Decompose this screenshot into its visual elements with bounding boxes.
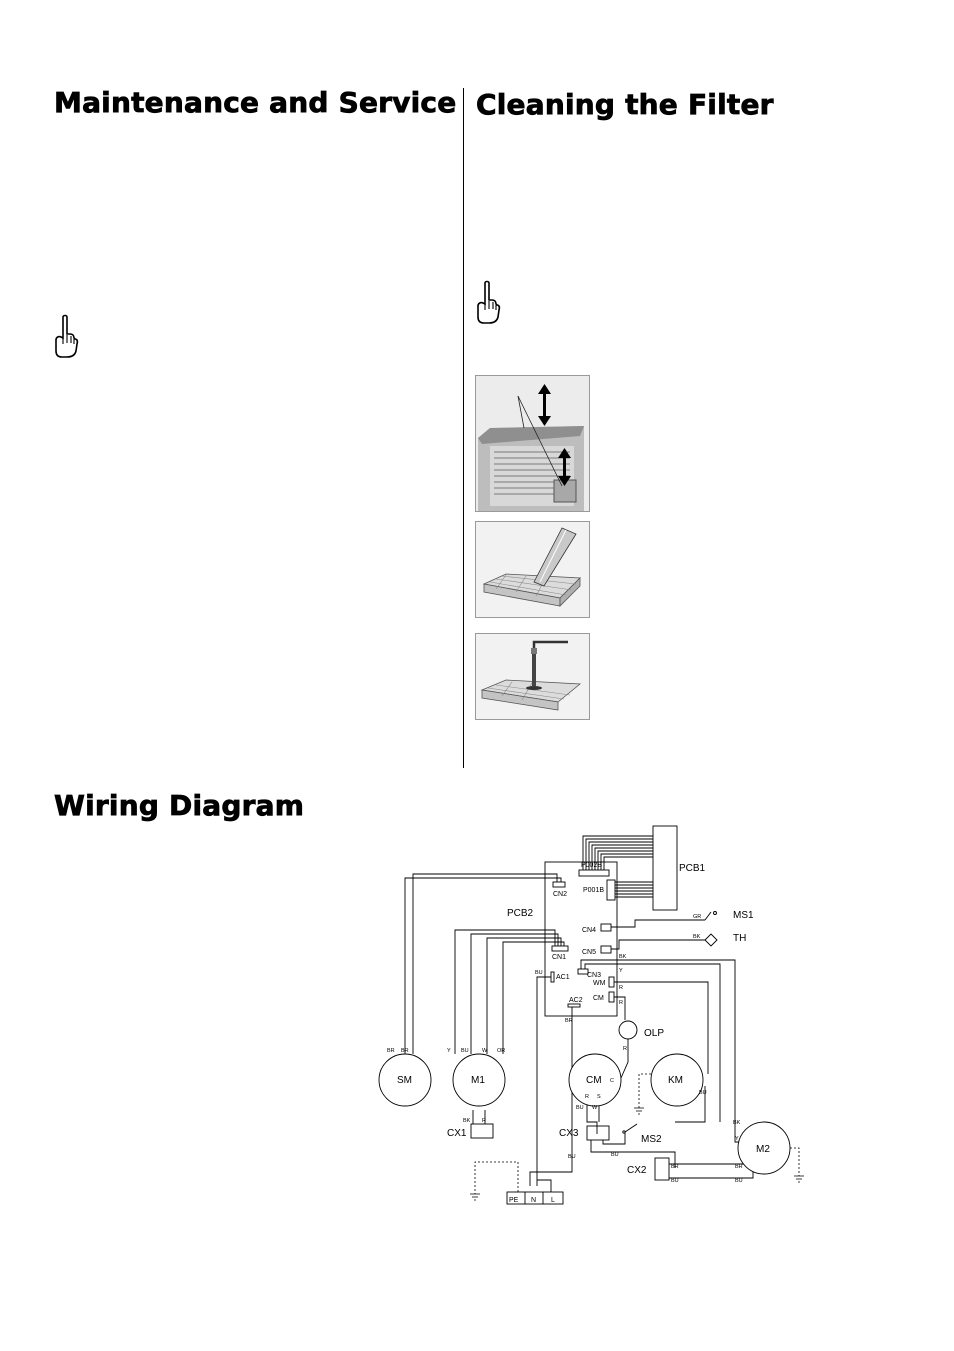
svg-text:BK: BK xyxy=(619,954,627,960)
svg-text:BR: BR xyxy=(387,1048,395,1054)
cm-label: CM xyxy=(586,1075,602,1086)
p002b-label: P002B xyxy=(581,862,602,869)
svg-text:BK: BK xyxy=(693,934,701,940)
pcb1-label: PCB1 xyxy=(679,863,706,874)
m1-motor xyxy=(452,1053,506,1107)
ms1-label: MS1 xyxy=(733,910,754,921)
m1-label: M1 xyxy=(471,1075,485,1086)
wiring-diagram: PCB1 PCB2 P002B P001B CN2 CN1 CN4 CN5 CN… xyxy=(378,825,804,1205)
svg-text:BR: BR xyxy=(735,1164,743,1170)
m2-label: M2 xyxy=(756,1144,770,1155)
ac1-label: AC1 xyxy=(556,974,570,981)
svg-text:BK: BK xyxy=(733,1120,741,1126)
svg-text:R: R xyxy=(482,1118,486,1124)
svg-text:BU: BU xyxy=(699,1090,707,1096)
svg-text:W: W xyxy=(482,1048,488,1054)
ms2-label: MS2 xyxy=(641,1134,662,1145)
pointing-hand-icon xyxy=(477,280,501,324)
svg-text:GR: GR xyxy=(693,914,701,920)
svg-text:BU: BU xyxy=(461,1048,469,1054)
svg-text:OR: OR xyxy=(497,1048,505,1054)
ac2-label: AC2 xyxy=(569,997,583,1004)
pcb2-label: PCB2 xyxy=(507,908,534,919)
svg-text:BU: BU xyxy=(535,970,543,976)
svg-text:W: W xyxy=(592,1105,598,1111)
svg-text:Y: Y xyxy=(447,1048,451,1054)
svg-text:R: R xyxy=(585,1094,589,1100)
svg-text:BU: BU xyxy=(671,1178,679,1184)
cm-compressor xyxy=(568,1053,622,1107)
terminal-l: L xyxy=(551,1197,555,1204)
filter-washing-photo xyxy=(475,633,590,720)
cn3-label: CN3 xyxy=(587,972,601,979)
filter-vacuum-photo xyxy=(475,521,590,618)
cm-connector-label: CM xyxy=(593,995,604,1002)
sm-motor xyxy=(378,1053,432,1107)
column-divider xyxy=(463,88,464,768)
maintenance-heading: Maintenance and Service xyxy=(54,86,457,120)
svg-text:BK: BK xyxy=(463,1118,471,1124)
svg-text:BU: BU xyxy=(611,1152,619,1158)
wm-label: WM xyxy=(593,980,606,987)
pointing-hand-icon xyxy=(55,314,79,358)
pcb2-board xyxy=(544,861,618,1017)
p001b-label: P001B xyxy=(583,887,604,894)
cn1-label: CN1 xyxy=(552,954,566,961)
cn4-label: CN4 xyxy=(582,927,596,934)
cx3-label: CX3 xyxy=(559,1128,579,1139)
svg-text:Y: Y xyxy=(619,968,623,974)
filter-heading: Cleaning the Filter xyxy=(476,88,774,122)
cn5-label: CN5 xyxy=(582,949,596,956)
pcb1-board xyxy=(652,825,678,911)
th-label: TH xyxy=(733,933,746,944)
svg-text:BU: BU xyxy=(568,1154,576,1160)
svg-text:C: C xyxy=(610,1078,614,1084)
svg-text:BU: BU xyxy=(576,1105,584,1111)
svg-text:BR: BR xyxy=(671,1164,679,1170)
terminal-pe: PE xyxy=(509,1197,519,1204)
cx1-label: CX1 xyxy=(447,1128,467,1139)
svg-text:BU: BU xyxy=(735,1178,743,1184)
cx2-label: CX2 xyxy=(627,1165,647,1176)
svg-text:R: R xyxy=(619,1000,623,1006)
olp-label: OLP xyxy=(644,1028,664,1039)
km-label: KM xyxy=(668,1075,683,1086)
svg-text:R: R xyxy=(619,985,623,991)
svg-text:S: S xyxy=(597,1094,601,1100)
km-motor xyxy=(650,1053,704,1107)
sm-label: SM xyxy=(397,1075,412,1086)
svg-text:BR: BR xyxy=(401,1048,409,1054)
svg-text:R: R xyxy=(623,1046,627,1052)
filter-removal-photo xyxy=(475,375,590,512)
cn2-label: CN2 xyxy=(553,891,567,898)
terminal-n: N xyxy=(531,1197,536,1204)
svg-text:BR: BR xyxy=(565,1018,573,1024)
svg-text:Y: Y xyxy=(735,1136,739,1142)
wiring-heading: Wiring Diagram xyxy=(54,789,305,823)
